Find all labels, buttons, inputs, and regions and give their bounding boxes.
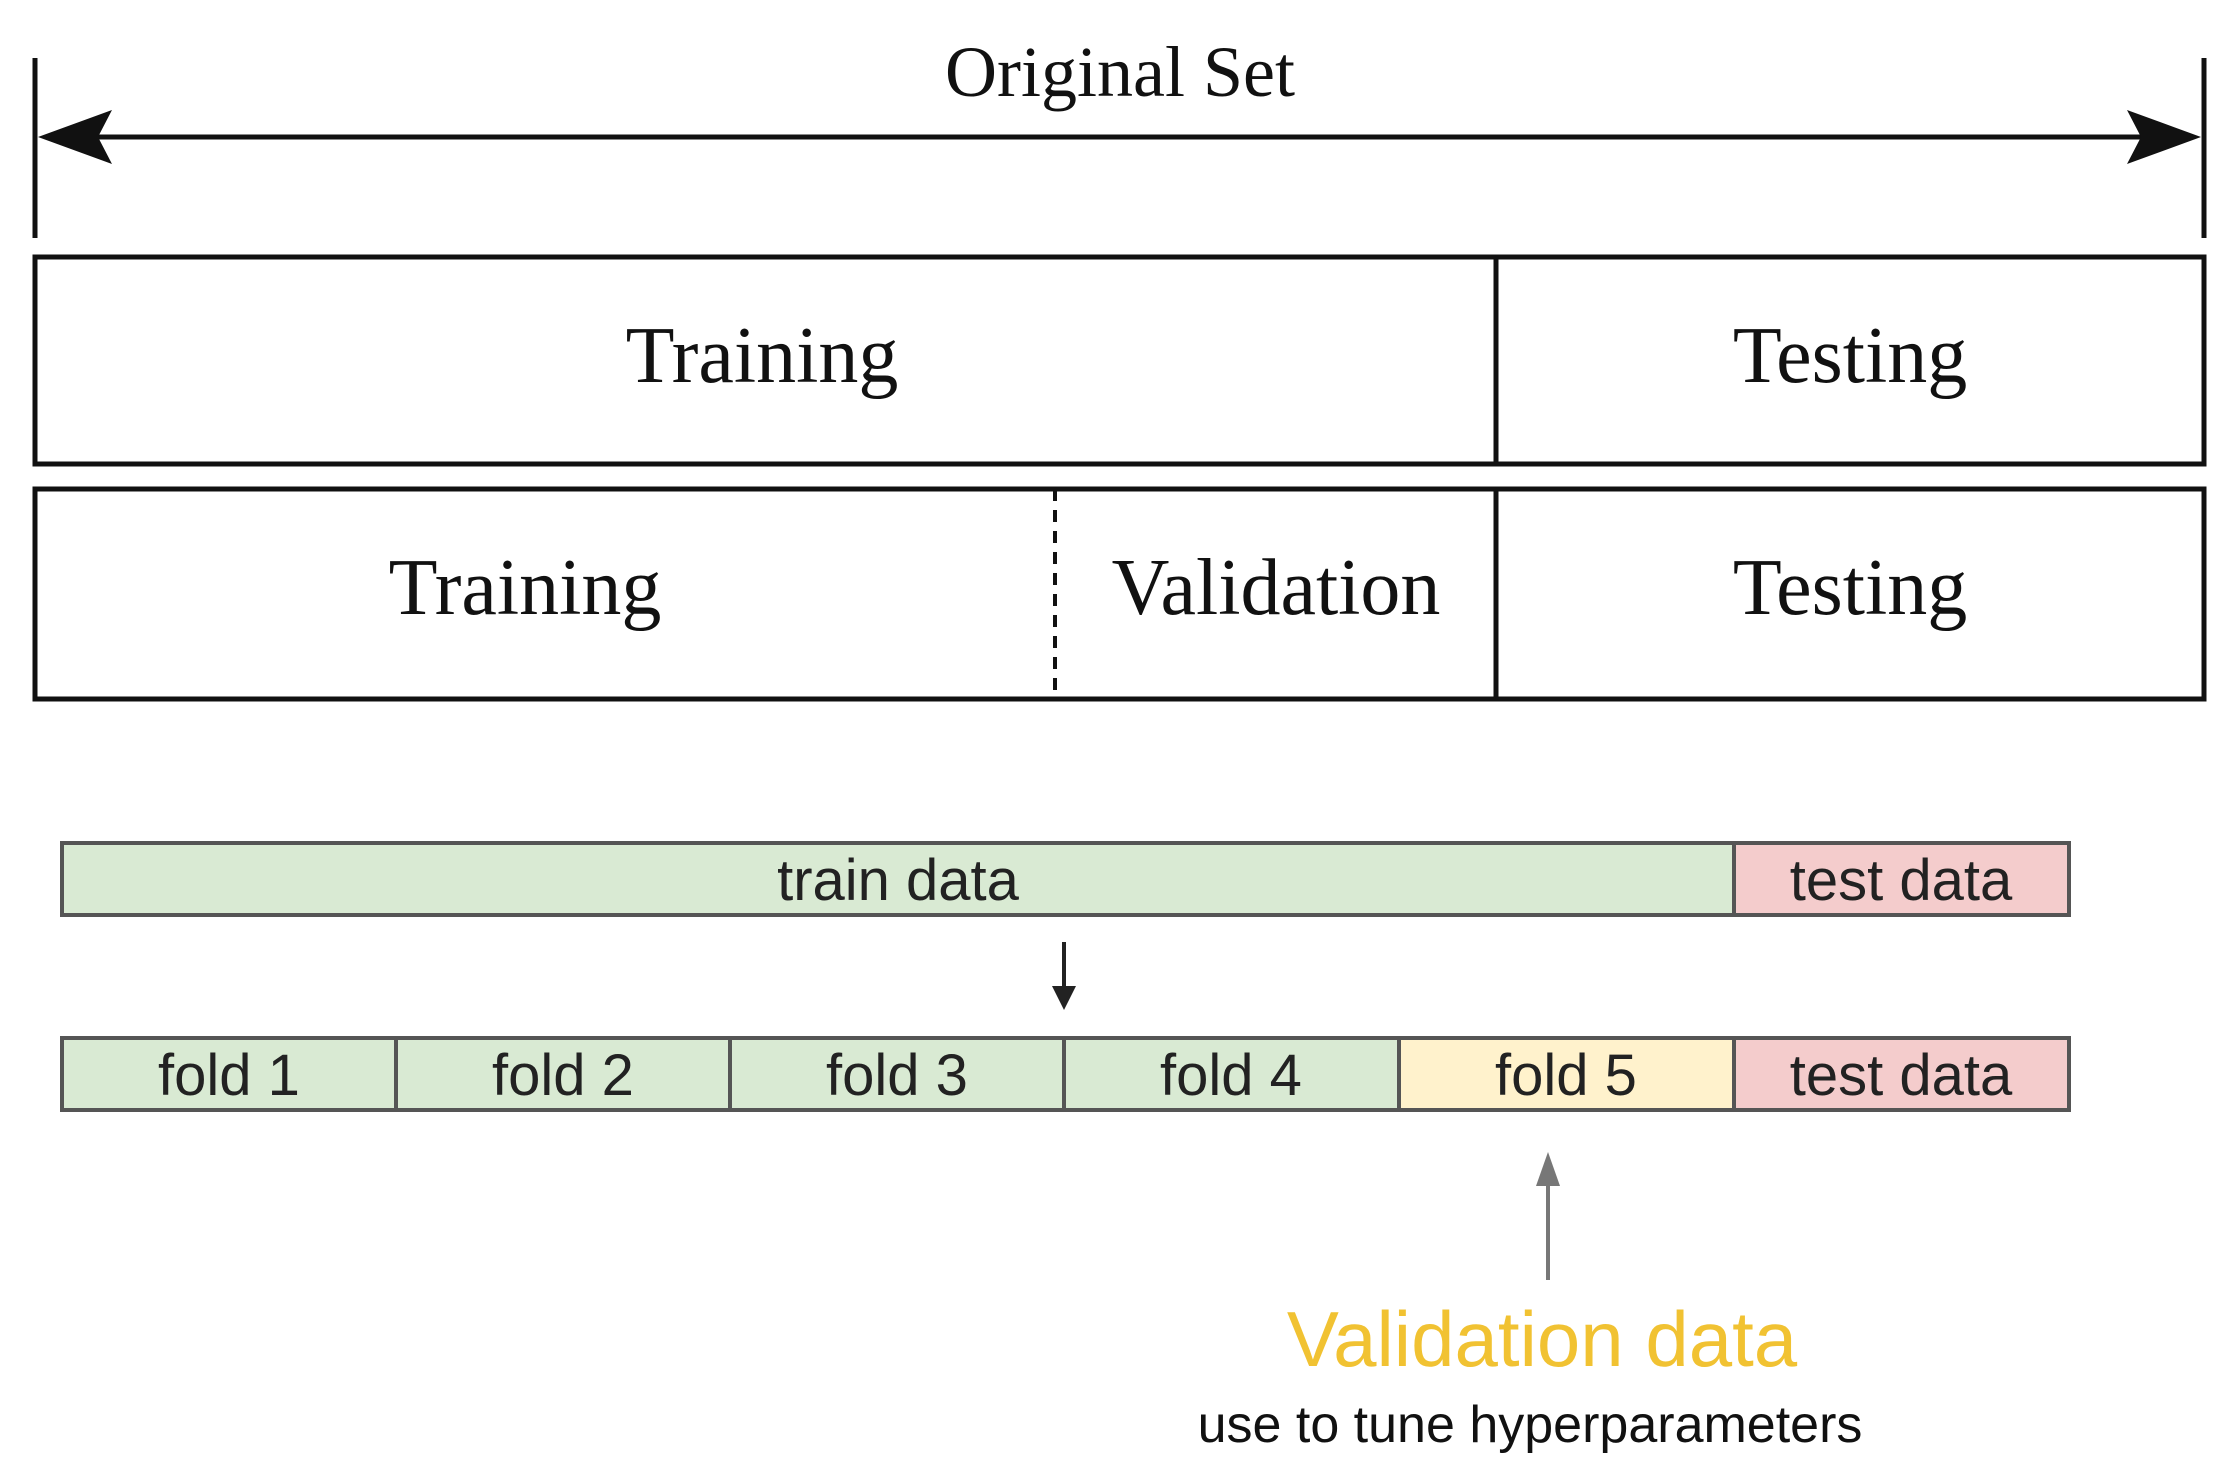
folds-bar: fold 1 fold 2 fold 3 fold 4 fold 5 test … bbox=[60, 1036, 2071, 1112]
validation-row-box bbox=[32, 486, 2207, 702]
callout-arrow-head bbox=[1536, 1152, 1560, 1186]
validation-row-training-label: Training bbox=[389, 544, 662, 632]
fold-segment-3 bbox=[728, 1036, 1066, 1112]
split-row-testing-label: Testing bbox=[1733, 312, 1967, 400]
train-data-segment bbox=[60, 841, 1736, 917]
original-set-label: Original Set bbox=[945, 32, 1295, 112]
fold-label-5: fold 5 bbox=[1495, 1043, 1637, 1108]
split-row-training-label: Training bbox=[626, 312, 899, 400]
folds-test-data-label: test data bbox=[1790, 1043, 2013, 1108]
span-arrowhead-right bbox=[2127, 110, 2201, 164]
validation-callout: Validation data use to tune hyperparamet… bbox=[1198, 1152, 1863, 1454]
validation-row: Training Validation Testing bbox=[32, 486, 2207, 702]
fold-segment-4 bbox=[1062, 1036, 1401, 1112]
fold-segment-2 bbox=[394, 1036, 732, 1112]
split-row: Training Testing bbox=[32, 254, 2207, 467]
validation-row-testing-label: Testing bbox=[1733, 544, 1967, 632]
original-set-span: Original Set bbox=[32, 32, 2207, 238]
fold-label-3: fold 3 bbox=[826, 1043, 968, 1108]
split-row-box bbox=[32, 254, 2207, 467]
train-test-bar: train data test data bbox=[60, 841, 2071, 917]
fold-label-1: fold 1 bbox=[158, 1043, 300, 1108]
fold-label-4: fold 4 bbox=[1160, 1043, 1302, 1108]
validation-data-subtitle: use to tune hyperparameters bbox=[1198, 1396, 1863, 1454]
validation-row-validation-label: Validation bbox=[1112, 544, 1441, 632]
down-arrow-head bbox=[1052, 986, 1076, 1010]
validation-data-title: Validation data bbox=[1287, 1295, 1798, 1383]
folds-test-data-segment bbox=[1732, 1036, 2071, 1112]
train-data-label: train data bbox=[777, 848, 1020, 913]
test-data-segment bbox=[1732, 841, 2071, 917]
down-arrow bbox=[1052, 942, 1076, 1010]
span-arrowhead-left bbox=[38, 110, 112, 164]
test-data-label: test data bbox=[1790, 848, 2013, 913]
fold-label-2: fold 2 bbox=[492, 1043, 634, 1108]
fold-segment-1 bbox=[60, 1036, 398, 1112]
